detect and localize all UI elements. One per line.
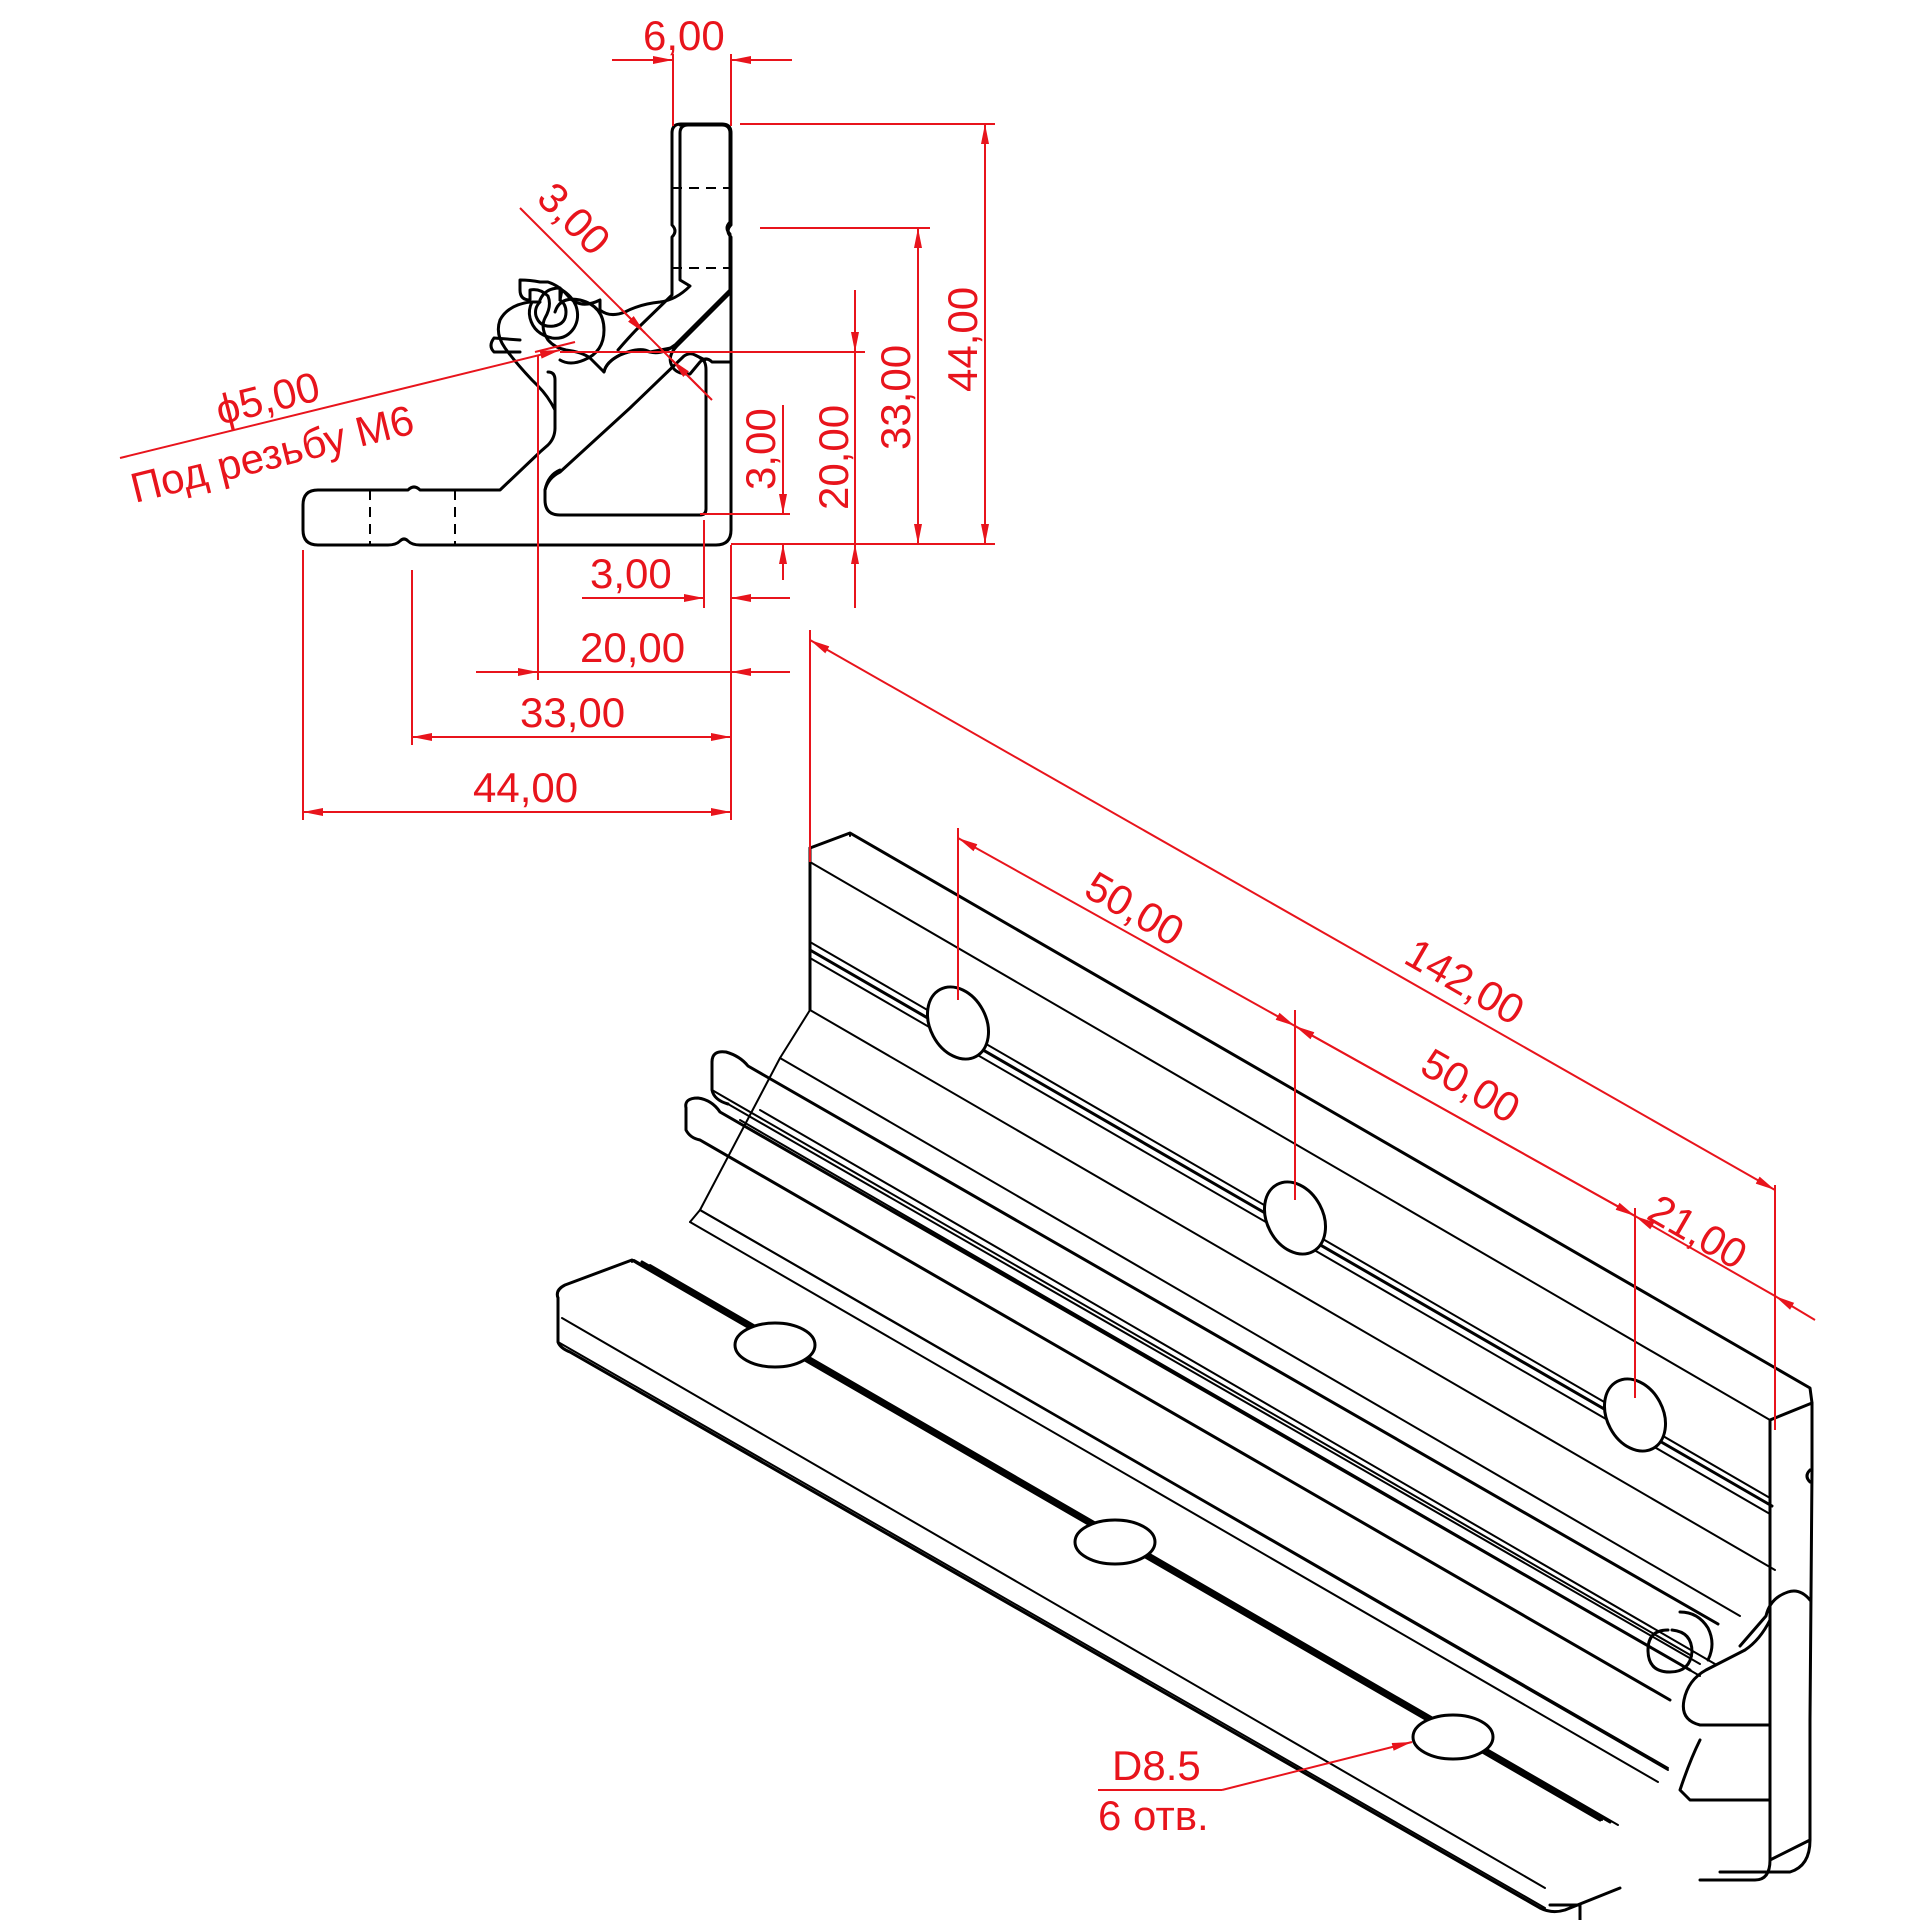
dim-width-33: 33,00 — [520, 689, 625, 736]
thread-boss — [496, 300, 557, 430]
hole-size-label: D8.5 — [1112, 1742, 1201, 1789]
end-face-outline — [1698, 1401, 1814, 1882]
section-dimensions: 6,00 3,00 ϕ5,00 Под резьбу М6 3,00 20,00… — [119, 12, 995, 820]
dim-wall-right: 3,00 — [590, 550, 672, 597]
isometric-dimensions: 142,00 50,00 50,00 21,00 D8.5 6 отв. — [809, 630, 1816, 1839]
dim-wall-diagonal: 3,00 — [529, 173, 620, 264]
dim-height-20: 20,00 — [810, 405, 857, 510]
dim-end-offset: 21,00 — [1641, 1185, 1756, 1278]
hole-flange-1 — [733, 1321, 817, 1369]
dim-width-44: 44,00 — [473, 764, 578, 811]
profile-outline — [518, 123, 732, 374]
section-profile — [301, 122, 733, 547]
dim-pitch-2: 50,00 — [1414, 1039, 1529, 1132]
dim-length-total: 142,00 — [1398, 929, 1533, 1034]
dim-width-20: 20,00 — [580, 624, 685, 671]
hole-flange-3 — [1411, 1713, 1495, 1761]
dim-width-top: 6,00 — [643, 12, 725, 59]
hole-wall-3 — [1603, 1377, 1667, 1453]
hole-count-label: 6 отв. — [1098, 1792, 1209, 1839]
dim-height-44: 44,00 — [939, 287, 986, 392]
dim-pitch-1: 50,00 — [1078, 862, 1193, 955]
hole-flange-2 — [1073, 1518, 1157, 1566]
dim-wall-bottom: 3,00 — [737, 408, 784, 490]
dim-height-33: 33,00 — [872, 345, 919, 450]
